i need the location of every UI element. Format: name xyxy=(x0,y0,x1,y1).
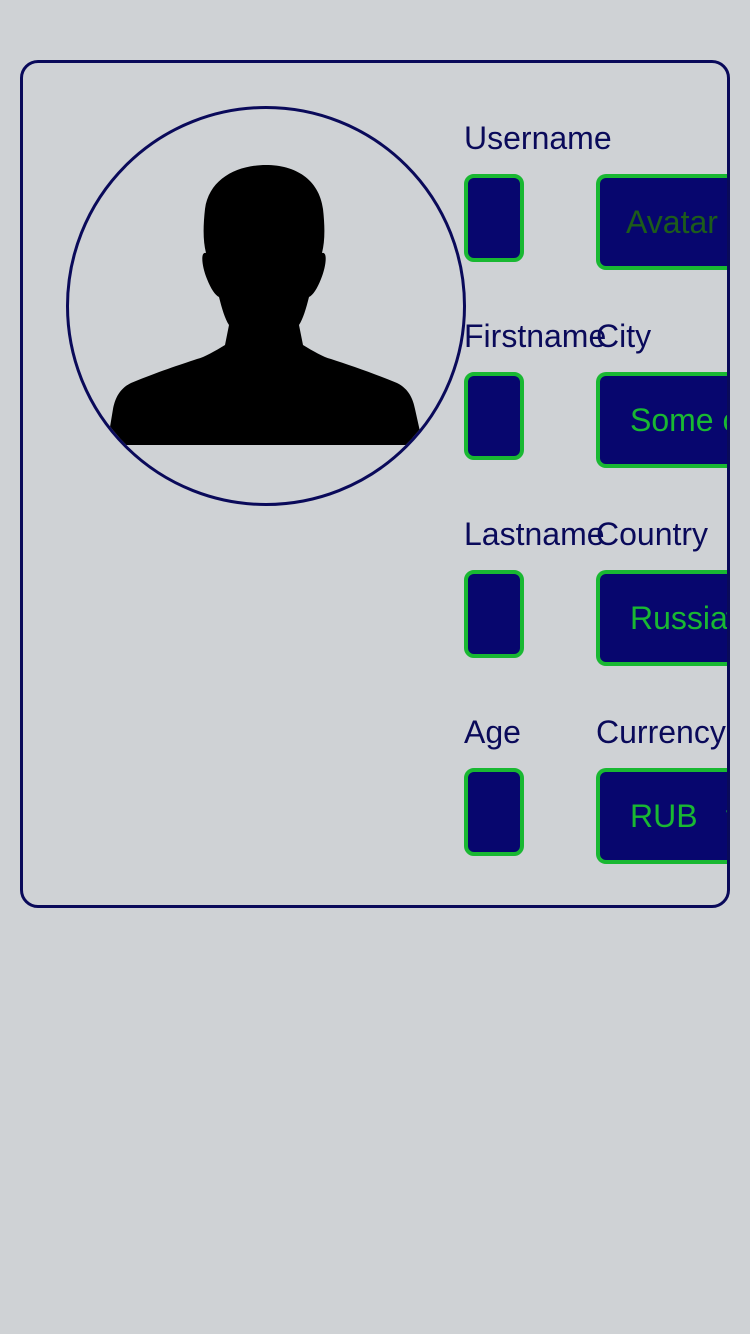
firstname-label: Firstname xyxy=(464,318,607,354)
city-input[interactable]: Some ci xyxy=(596,372,727,468)
country-select[interactable]: Russia v xyxy=(596,570,728,666)
username-input[interactable] xyxy=(464,174,524,262)
user-silhouette-icon xyxy=(107,165,423,445)
city-value: Some ci xyxy=(630,402,727,438)
currency-select[interactable]: RUB v xyxy=(596,768,727,864)
chevron-down-icon: v xyxy=(726,574,727,662)
age-input[interactable] xyxy=(464,768,524,856)
currency-value: RUB xyxy=(630,798,698,834)
lastname-label: Lastname xyxy=(464,516,605,552)
city-label: City xyxy=(596,318,652,354)
age-label: Age xyxy=(464,714,521,750)
firstname-input[interactable] xyxy=(464,372,524,460)
avatar-placeholder: Avatar xyxy=(626,204,718,240)
country-label: Country xyxy=(596,516,709,552)
lastname-input[interactable] xyxy=(464,570,524,658)
profile-card: Username Avatar Firstname City Some ci L… xyxy=(20,60,730,908)
country-value: Russia xyxy=(630,600,728,636)
chevron-down-icon: v xyxy=(726,772,727,860)
currency-label: Currency xyxy=(596,714,726,750)
username-label: Username xyxy=(464,120,612,156)
avatar-url-input[interactable]: Avatar xyxy=(596,174,727,270)
avatar-circle[interactable] xyxy=(66,106,466,506)
